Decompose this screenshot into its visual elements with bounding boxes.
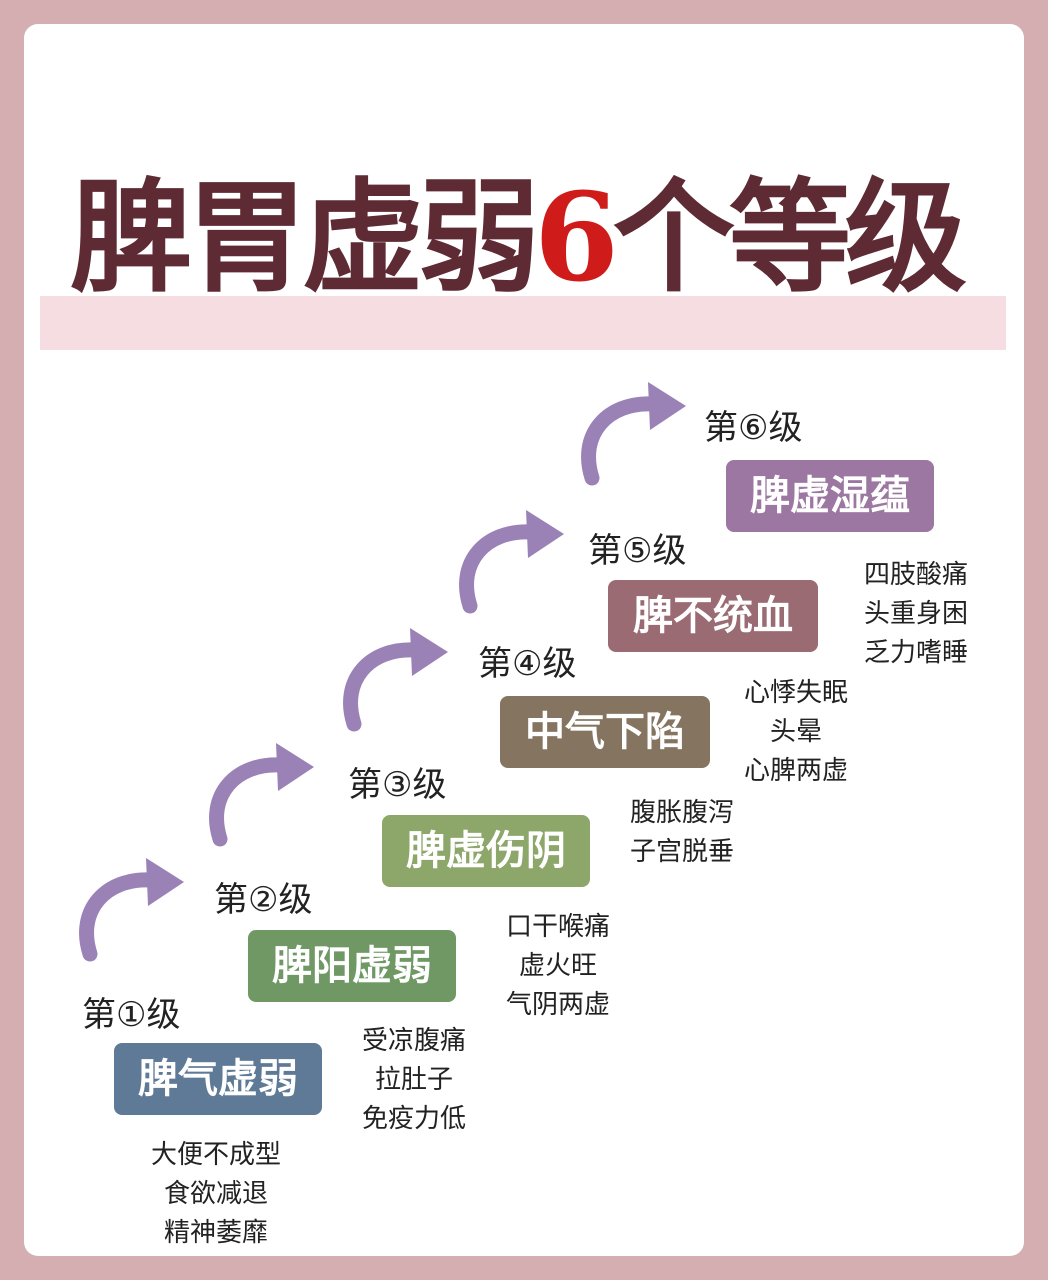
curved-arrow-icon [459,510,564,614]
stage-6-symptoms: 四肢酸痛 头重身困 乏力嗜睡 [846,556,986,673]
stage-6-symptom-3: 乏力嗜睡 [863,638,968,668]
stage-1-level: 第①级 [82,995,181,1035]
stage-3-name-box: 脾虚伤阴 [382,815,590,887]
stage-3-level: 第③级 [348,765,447,805]
stage-1-symptom-3: 精神萎靡 [163,1218,268,1248]
stage-1-name-box: 脾气虚弱 [114,1043,322,1115]
title-suffix: 个等级 [612,165,967,309]
stage-4-name-box: 中气下陷 [500,696,710,768]
stage-5-symptom-1: 心悸失眠 [743,678,848,708]
stage-2-symptom-2: 拉肚子 [374,1065,453,1095]
stage-2-name-box: 脾阳虚弱 [248,930,456,1002]
stage-1-symptom-1: 大便不成型 [150,1140,281,1170]
stage-5-symptoms: 心悸失眠 头晕 心脾两虚 [726,674,866,791]
stage-5-symptom-2: 头晕 [769,717,822,747]
title-main: 脾胃虚弱 [70,165,540,309]
title-underline-band [40,296,1006,350]
curved-arrow-icon [209,743,314,847]
stage-4-symptom-1: 腹胀腹泻 [629,798,734,828]
stage-3-symptom-3: 气阴两虚 [505,990,610,1020]
stage-4-symptom-2: 子宫脱垂 [629,837,734,867]
stage-5-level: 第⑤级 [588,531,687,571]
stage-4-symptoms: 腹胀腹泻 子宫脱垂 [612,794,752,872]
stage-2-symptom-1: 受凉腹痛 [361,1026,466,1056]
stage-3-symptom-1: 口干喉痛 [505,912,610,942]
stage-3-symptom-2: 虚火旺 [518,951,597,981]
stage-2-symptoms: 受凉腹痛 拉肚子 免疫力低 [344,1022,484,1139]
stage-3-symptoms: 口干喉痛 虚火旺 气阴两虚 [488,908,628,1025]
stage-5-name-box: 脾不统血 [608,580,818,652]
curved-arrow-icon [581,382,686,486]
stage-6-symptom-1: 四肢酸痛 [863,560,968,590]
stage-1-symptom-2: 食欲减退 [163,1179,268,1209]
stage-1-symptoms: 大便不成型 食欲减退 精神萎靡 [134,1136,298,1253]
stage-5-symptom-3: 心脾两虚 [743,756,848,786]
page-title: 脾胃虚弱6个等级 [70,152,1010,322]
stage-2-level: 第②级 [214,880,313,920]
stage-6-level: 第⑥级 [704,408,803,448]
stage-4-level: 第④级 [478,644,577,684]
title-number: 6 [534,165,619,309]
stage-6-name-box: 脾虚湿蕴 [726,460,934,532]
curved-arrow-icon [343,628,448,732]
stage-2-symptom-3: 免疫力低 [361,1104,466,1134]
stage-6-symptom-2: 头重身困 [863,599,968,629]
curved-arrow-icon [79,858,184,962]
